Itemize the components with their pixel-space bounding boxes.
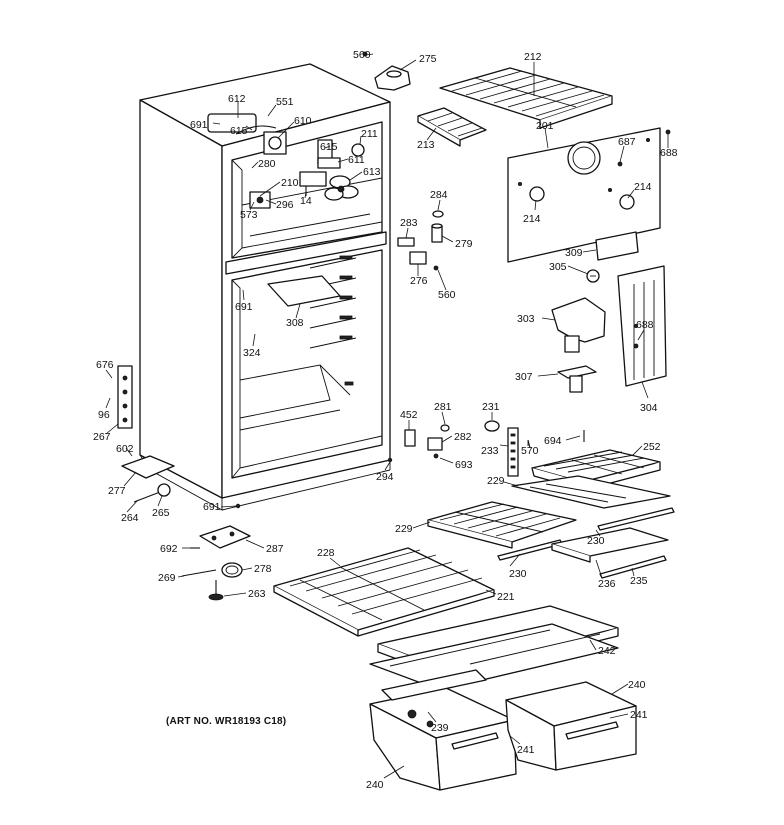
callout-610: 610	[294, 115, 312, 127]
callout-284: 284	[430, 189, 448, 201]
callout-276: 276	[410, 275, 428, 287]
cantilever-shelves	[427, 475, 675, 579]
callout-676: 676	[96, 359, 114, 371]
callout-228: 228	[317, 547, 335, 559]
callout-14: 14	[300, 195, 312, 207]
callout-296: 296	[276, 199, 294, 211]
callout-96: 96	[98, 409, 110, 421]
callout-611: 611	[348, 154, 365, 166]
callout-694: 694	[544, 435, 562, 447]
callout-560: 560	[353, 49, 371, 61]
callout-240b: 240	[366, 779, 384, 791]
callout-309: 309	[565, 247, 583, 259]
callout-221: 221	[497, 591, 515, 603]
callout-613: 613	[363, 166, 381, 178]
callout-551: 551	[276, 96, 294, 108]
callout-307: 307	[515, 371, 533, 383]
callout-242: 242	[598, 645, 616, 657]
callout-214b: 214	[523, 213, 541, 225]
callout-279: 279	[455, 238, 473, 250]
callout-303: 303	[517, 313, 535, 325]
callout-231: 231	[482, 401, 500, 413]
evaporator-fan	[324, 175, 359, 201]
callout-233: 233	[481, 445, 499, 457]
callout-287: 287	[266, 543, 284, 555]
callout-615: 615	[230, 125, 248, 137]
callout-235: 235	[630, 575, 648, 587]
callout-570: 570	[521, 445, 539, 457]
callout-241b: 241	[517, 744, 535, 756]
callout-213: 213	[417, 139, 435, 151]
callout-305: 305	[549, 261, 567, 273]
crisper-drawer-left	[369, 687, 517, 791]
callout-236: 236	[598, 578, 616, 590]
callout-615b: 615	[320, 141, 338, 153]
callout-281: 281	[434, 401, 452, 413]
callout-201: 201	[536, 120, 554, 132]
callout-229: 229	[487, 475, 505, 487]
callout-264: 264	[121, 512, 139, 524]
ice-tray	[417, 107, 487, 147]
callout-277: 277	[108, 485, 126, 497]
callout-283: 283	[400, 217, 418, 229]
callout-267: 267	[93, 431, 111, 443]
callout-688: 688	[660, 147, 678, 159]
callout-269: 269	[158, 572, 176, 584]
callout-560b: 560	[438, 289, 456, 301]
callout-573: 573	[240, 209, 258, 221]
callout-278: 278	[254, 563, 272, 575]
callout-687: 687	[618, 136, 636, 148]
callout-294: 294	[376, 471, 394, 483]
callout-275: 275	[419, 53, 437, 65]
drawer-rail-239	[381, 669, 487, 701]
control-assembly	[207, 113, 365, 209]
callout-229b: 229	[395, 523, 413, 535]
glass-shelf	[273, 547, 495, 637]
callout-239: 239	[431, 722, 449, 734]
art-number: (ART NO. WR18193 C18)	[166, 716, 286, 727]
freezer-wire-shelf	[439, 67, 613, 129]
callout-265: 265	[152, 507, 170, 519]
leader-lines	[105, 53, 669, 779]
callout-691c: 691	[203, 501, 221, 513]
callout-240: 240	[628, 679, 646, 691]
callout-282: 282	[454, 431, 472, 443]
light-shield-assembly	[551, 231, 667, 393]
callout-612: 612	[228, 93, 246, 105]
callout-241: 241	[630, 709, 648, 721]
callout-602: 602	[116, 443, 134, 455]
callout-210: 210	[281, 177, 299, 189]
evaporator-cover	[507, 127, 671, 263]
callout-308: 308	[286, 317, 304, 329]
callout-211: 211	[361, 128, 378, 140]
crisper-drawer-right	[505, 681, 637, 771]
shelf-support-parts	[404, 420, 585, 477]
callout-691: 691	[190, 119, 208, 131]
callout-324: 324	[243, 347, 261, 359]
callout-212: 212	[524, 51, 542, 63]
callout-230b: 230	[509, 568, 527, 580]
callout-692: 692	[160, 543, 178, 555]
callout-252: 252	[643, 441, 661, 453]
callout-labels: 560 275 212 612 691 615 551 610 213 201 …	[93, 49, 678, 791]
callout-304: 304	[640, 402, 658, 414]
callout-688b: 688	[636, 319, 654, 331]
callout-230: 230	[587, 535, 605, 547]
damper-assembly	[362, 51, 411, 91]
callout-452: 452	[400, 409, 418, 421]
grille-and-leveling-parts	[121, 455, 393, 601]
crisper-cover	[369, 605, 619, 691]
callout-691b: 691	[235, 301, 253, 313]
callout-693: 693	[455, 459, 473, 471]
callout-280: 280	[258, 158, 276, 170]
callout-263: 263	[248, 588, 266, 600]
callout-214: 214	[634, 181, 652, 193]
